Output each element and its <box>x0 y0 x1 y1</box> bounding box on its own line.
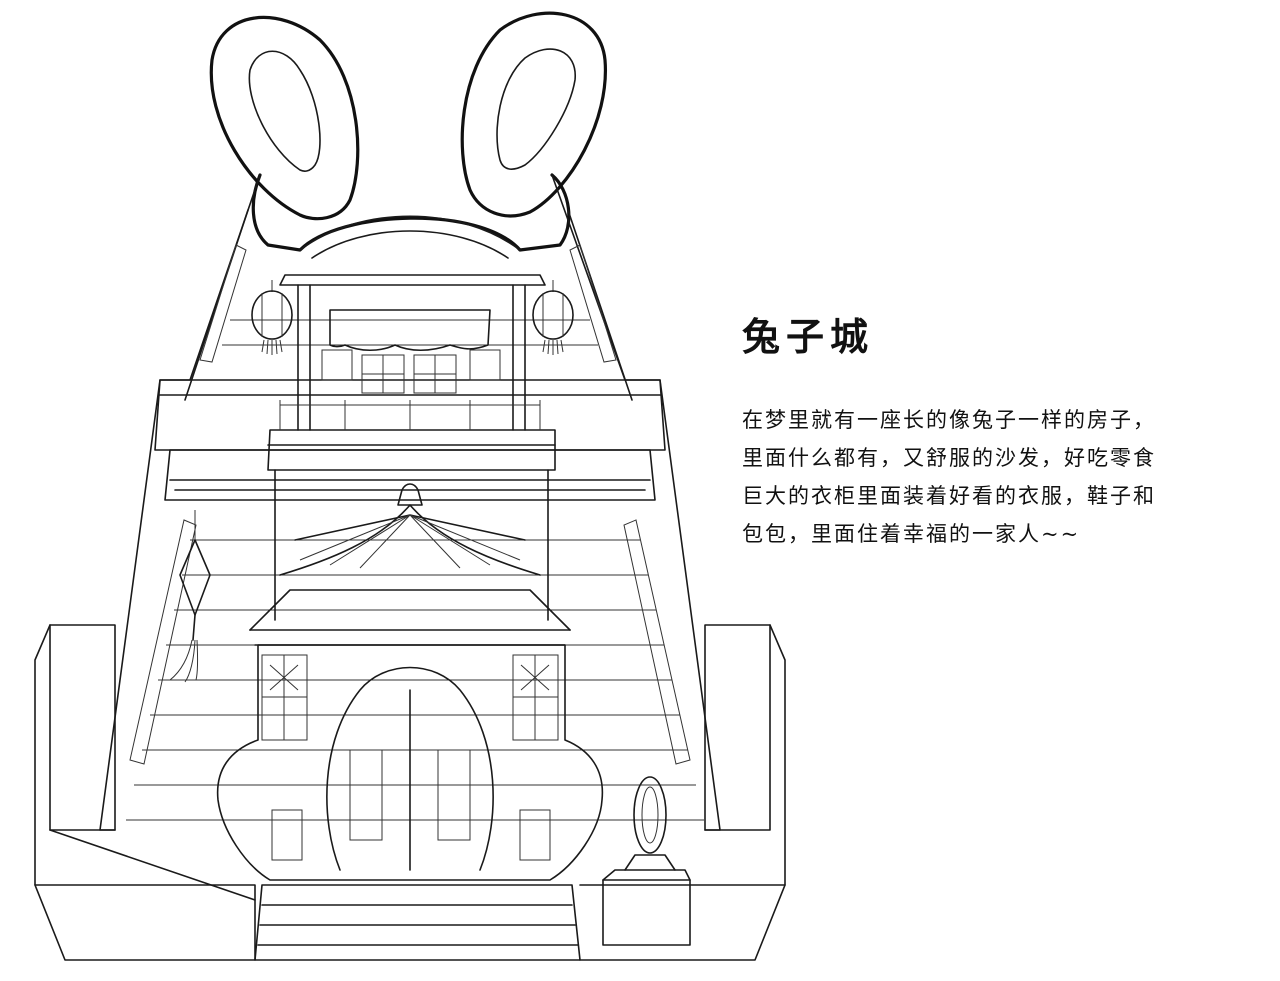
cornice <box>155 380 665 500</box>
caption-line: 在梦里就有一座长的像兔子一样的房子， <box>742 408 1156 432</box>
front-steps <box>255 885 580 960</box>
caption-line: 包包，里面住着幸福的一家人~~ <box>742 522 1081 546</box>
caption-line: 里面什么都有，又舒服的沙发，好吃零食 <box>742 446 1156 470</box>
ring-sculpture <box>603 777 690 945</box>
rabbit-ears <box>211 13 605 219</box>
gate-door <box>218 645 603 880</box>
tassel-ornament <box>170 510 210 682</box>
upper-gate <box>280 275 545 430</box>
caption-paragraph: 在梦里就有一座长的像兔子一样的房子， 里面什么都有，又舒服的沙发，好吃零食 巨大… <box>742 401 1242 553</box>
caption-title: 兔子城 <box>742 314 875 359</box>
caption-line: 巨大的衣柜里面装着好看的衣服，鞋子和 <box>742 484 1156 508</box>
roof-cap <box>253 175 569 258</box>
rabbit-house-illustration <box>0 0 820 981</box>
lantern-right <box>533 280 573 355</box>
gate-roof <box>250 484 570 645</box>
base-plinth <box>35 625 785 960</box>
balcony <box>268 400 555 620</box>
lantern-left <box>252 280 292 355</box>
caption-block: 兔子城 在梦里就有一座长的像兔子一样的房子， 里面什么都有，又舒服的沙发，好吃零… <box>742 306 1242 553</box>
